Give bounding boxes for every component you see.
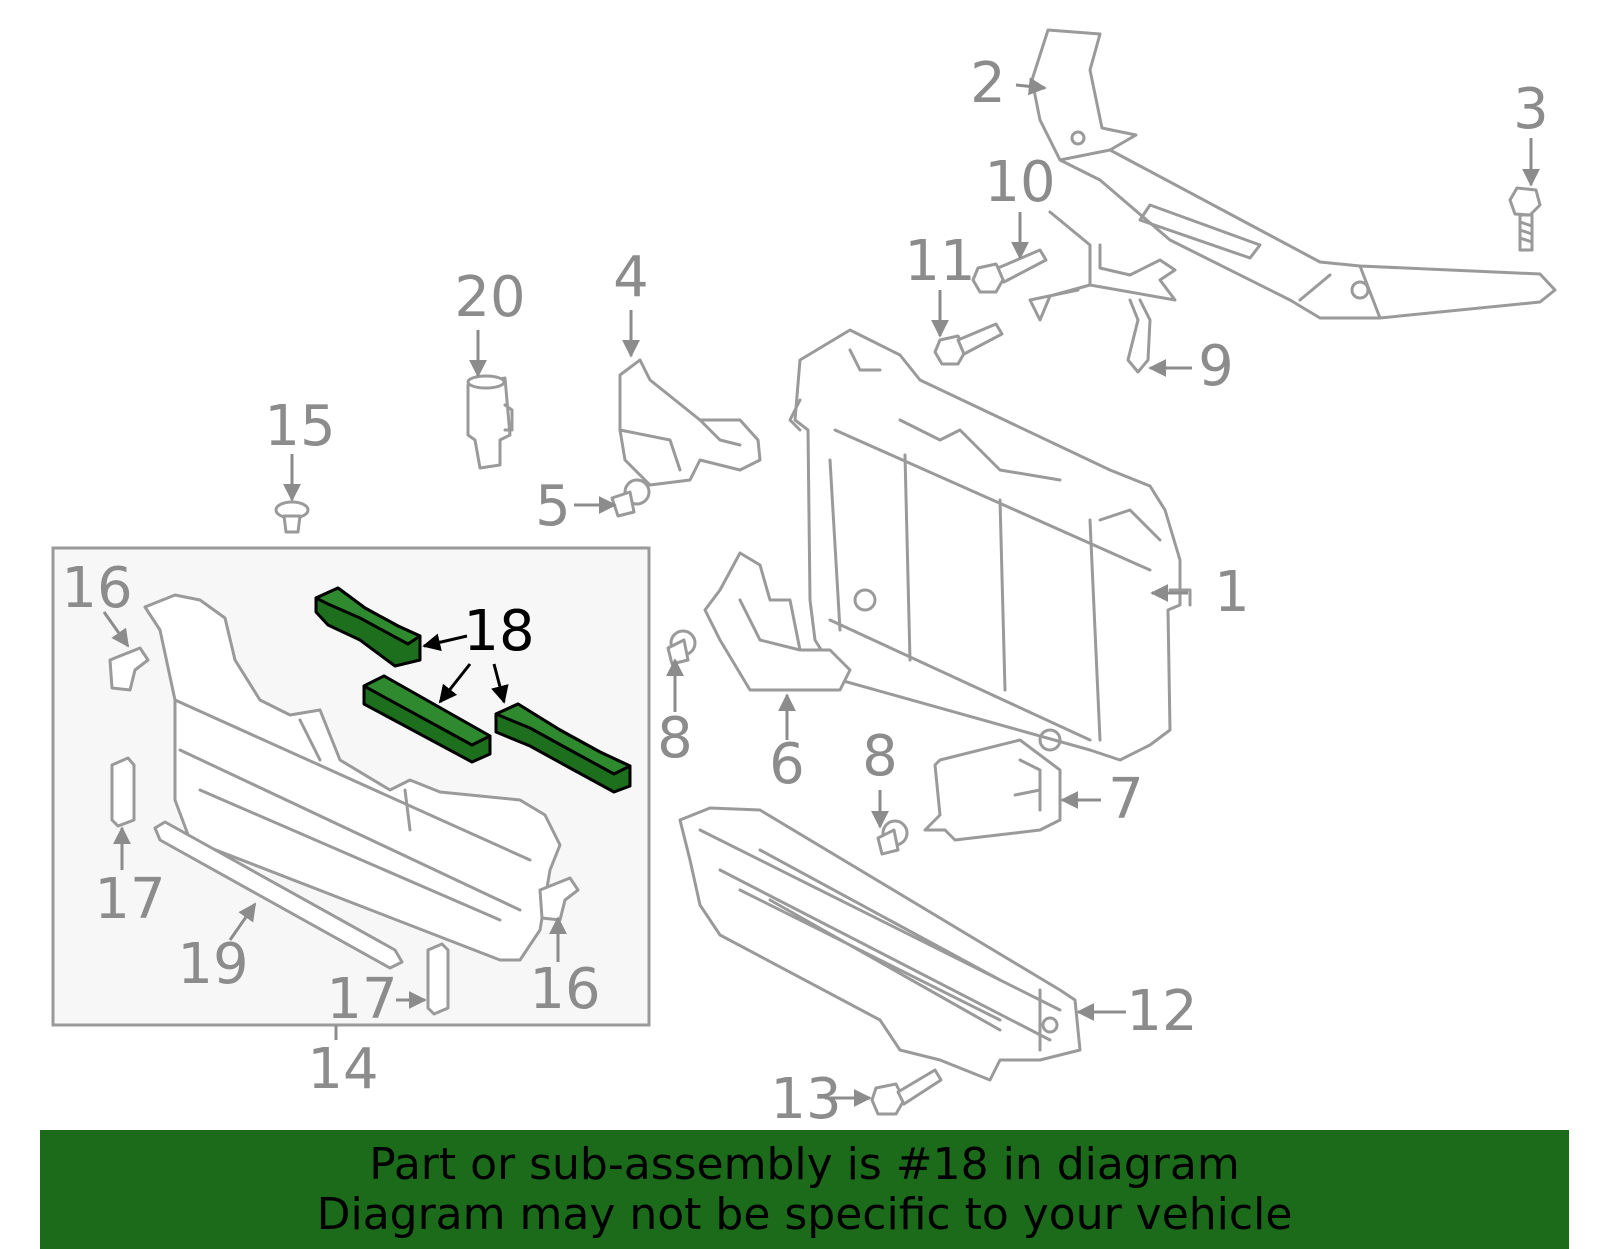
- part-11-bolts: [933, 248, 1048, 366]
- callout-16-right: 16: [529, 957, 600, 1022]
- part-16-clip-right: [538, 876, 580, 922]
- part-6-air-guide: [703, 551, 852, 692]
- callout-17-right: 17: [326, 967, 397, 1032]
- part-17-spacer-left: [110, 756, 136, 828]
- callout-20: 20: [454, 265, 525, 330]
- callout-12: 12: [1126, 979, 1197, 1044]
- part-12-shutter: [678, 806, 1082, 1082]
- part-18-absorber-bottom: [494, 702, 632, 794]
- callout-13: 13: [770, 1067, 841, 1132]
- part-2-upper-tie-bar: [1030, 28, 1557, 320]
- part-18-absorber-middle: [362, 674, 492, 764]
- leader-arrows: [102, 77, 1540, 1107]
- callout-14: 14: [307, 1037, 378, 1102]
- part-15-clip: [274, 500, 310, 534]
- callout-1: 1: [1214, 560, 1250, 625]
- callout-2: 2: [970, 51, 1006, 116]
- part-19-strip: [153, 820, 404, 970]
- callout-4: 4: [613, 245, 649, 310]
- part-7-air-guide: [923, 738, 1062, 842]
- callout-3: 3: [1513, 77, 1549, 142]
- callout-15: 15: [264, 394, 335, 459]
- part-4-bracket: [618, 358, 762, 487]
- callout-9: 9: [1198, 334, 1234, 399]
- part-20-sensor: [466, 374, 514, 470]
- part-13-bolt: [870, 1068, 943, 1116]
- part-1-radiator-support: [788, 328, 1192, 762]
- callout-11: 11: [904, 229, 975, 294]
- banner-line-2: Diagram may not be specific to your vehi…: [316, 1188, 1293, 1240]
- callout-7: 7: [1108, 767, 1144, 832]
- info-banner: Part or sub-assembly is #18 in diagram D…: [40, 1130, 1569, 1249]
- part-9-bracket: [1028, 210, 1177, 374]
- callout-10: 10: [984, 150, 1055, 215]
- part-14-reinforcement: [143, 593, 562, 962]
- callout-18: 18: [463, 599, 534, 664]
- part-18-absorber-top: [314, 586, 422, 668]
- part-8-clip-left: [666, 629, 697, 666]
- part-3-bolt: [1508, 186, 1542, 252]
- part-16-clip-left: [108, 646, 150, 692]
- callout-5: 5: [535, 474, 571, 539]
- callout-17-left: 17: [94, 867, 165, 932]
- banner-line-1: Part or sub-assembly is #18 in diagram: [369, 1138, 1240, 1190]
- callout-8-left: 8: [657, 706, 693, 771]
- part-17-spacer-right: [426, 942, 450, 1016]
- callout-8-right: 8: [862, 724, 898, 789]
- callout-6: 6: [769, 732, 805, 797]
- callout-19: 19: [177, 932, 248, 997]
- part-5-clip: [610, 478, 651, 518]
- callout-16-left: 16: [61, 556, 132, 621]
- part-8-clip-right: [876, 819, 909, 856]
